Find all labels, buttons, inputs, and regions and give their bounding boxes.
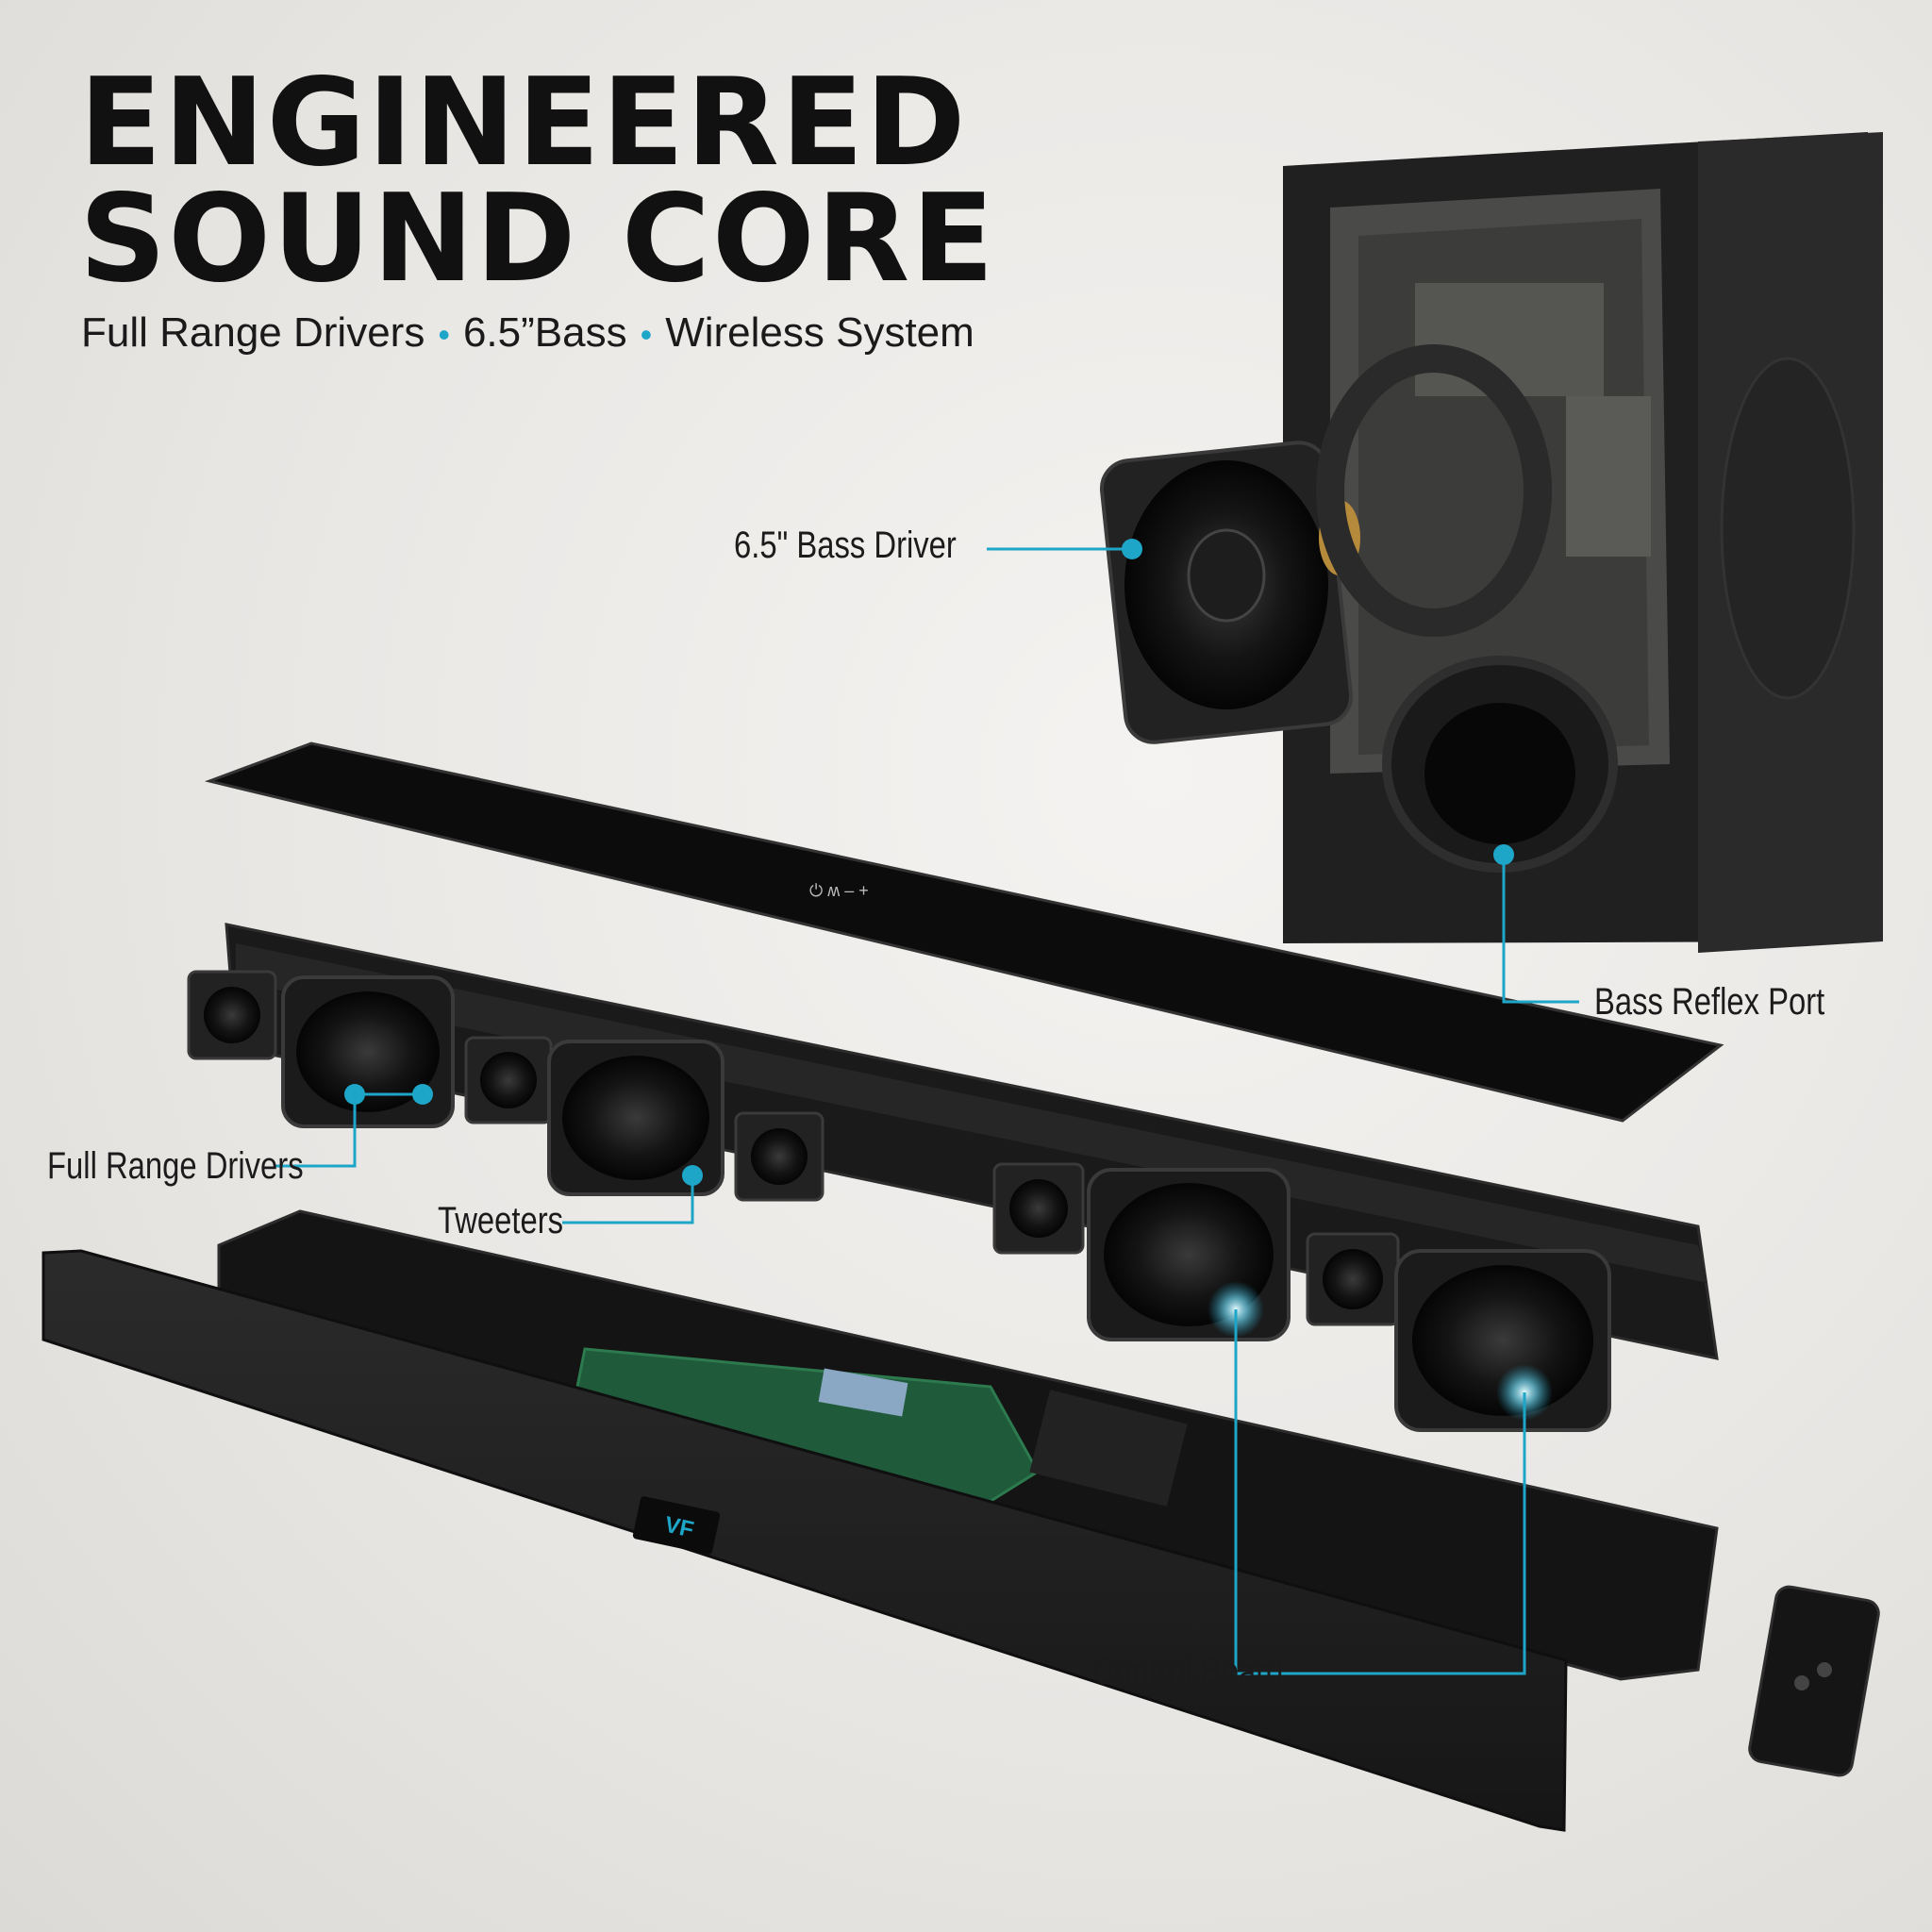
bullet-dot: • xyxy=(438,315,450,354)
callout-dots xyxy=(344,539,1514,1186)
bullet-dot: • xyxy=(640,315,653,354)
top-panel: ⏻ ʍ – + xyxy=(204,741,1724,1123)
feature-wireless: Wireless System xyxy=(665,309,974,356)
driver-chassis xyxy=(187,923,1719,1432)
callout-full-range: Full Range Drivers xyxy=(47,1145,304,1187)
end-cap xyxy=(1748,1585,1880,1777)
svg-text:VF: VF xyxy=(662,1512,696,1543)
callout-control-board: Control Board xyxy=(1092,1651,1284,1692)
callout-lines xyxy=(274,547,1579,1675)
feature-bass: 6.5”Bass xyxy=(462,309,627,356)
front-grille: VF xyxy=(42,1249,1568,1832)
callout-tweeters: Tweeters xyxy=(438,1200,564,1241)
headline-line1: ENGINEERED xyxy=(79,53,968,193)
brand-logo xyxy=(632,1496,721,1555)
feature-subline: Full Range Drivers • 6.5”Bass • Wireless Sys… xyxy=(81,309,974,357)
subwoofer xyxy=(1099,132,1883,953)
panel-buttons: ⏻ ʍ – + xyxy=(809,881,869,900)
headline-line2: SOUND CORE xyxy=(79,168,996,309)
headline: ENGINEERED SOUND CORE xyxy=(79,53,996,309)
feature-full-range: Full Range Drivers xyxy=(81,309,425,356)
callout-bass-driver: 6.5" Bass Driver xyxy=(734,525,957,566)
callout-bass-port: Bass Reflex Port xyxy=(1594,981,1825,1023)
